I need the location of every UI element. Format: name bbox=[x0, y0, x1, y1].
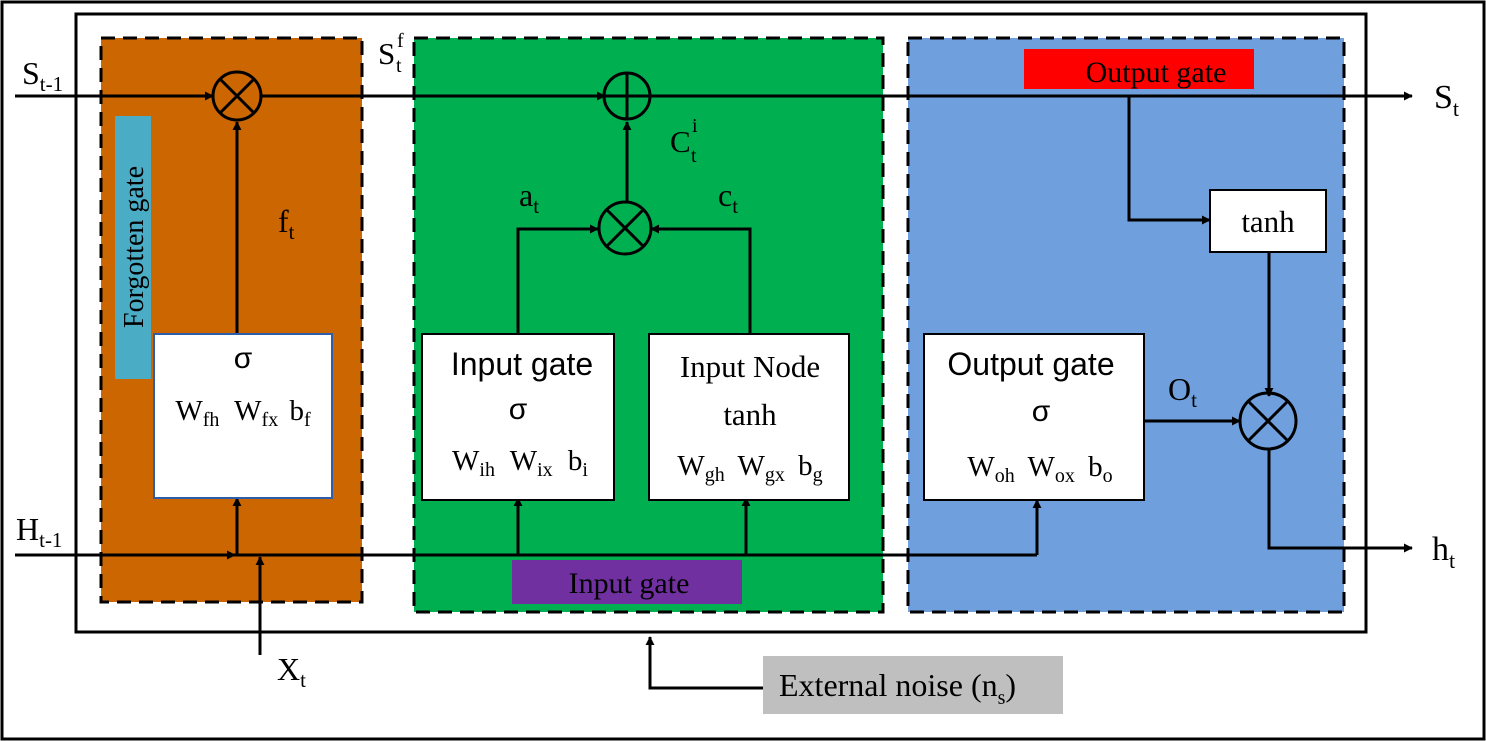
s-tf-label: S f t bbox=[378, 30, 404, 77]
o-t-label: Ot bbox=[1168, 371, 1197, 412]
svg-text:t: t bbox=[396, 55, 402, 77]
forgotten-gate-label: Forgotten gate bbox=[119, 166, 150, 328]
output-gate-strip-label: Output gate bbox=[1086, 56, 1227, 89]
forgotten-gate-label-bg bbox=[115, 116, 151, 379]
input-gate-title: Input gate bbox=[451, 346, 593, 382]
external-noise-label: External noise (ns) bbox=[779, 667, 1016, 709]
a-t-label: at bbox=[519, 177, 539, 218]
f-t-label: ft bbox=[278, 203, 295, 244]
input-gate-box: Input gate σ Wih Wix bi bbox=[421, 333, 615, 501]
tanh-box: tanh bbox=[1209, 189, 1327, 253]
c-ti-label: C i t bbox=[670, 115, 698, 167]
input-multiply-operator bbox=[597, 200, 653, 256]
input-node-title: Input Node bbox=[680, 349, 820, 384]
add-operator bbox=[602, 71, 652, 121]
output-gate-strip-bg bbox=[1024, 49, 1254, 89]
h-t-label: ht bbox=[1432, 531, 1455, 573]
svg-text:i: i bbox=[692, 115, 698, 137]
svg-text:C: C bbox=[670, 124, 691, 159]
x-t-label: Xt bbox=[277, 651, 306, 692]
ht-output-line bbox=[1267, 448, 1413, 553]
s-t-label: St bbox=[1434, 79, 1459, 121]
input-gate-region bbox=[412, 36, 885, 614]
input-gate-activation: σ bbox=[509, 393, 528, 426]
s-prev-label: St-1 bbox=[22, 55, 63, 96]
input-gate-strip-label: Input gate bbox=[569, 567, 690, 600]
c-t-label: ct bbox=[718, 177, 738, 218]
input-node-weights: Wgh Wgx bg bbox=[677, 450, 822, 488]
forget-weights: Wfh Wfx bf bbox=[175, 395, 311, 433]
input-gate-strip-bg bbox=[512, 560, 742, 604]
svg-text:f: f bbox=[397, 30, 404, 52]
output-gate-activation: σ bbox=[1032, 395, 1051, 428]
output-gate-title: Output gate bbox=[947, 346, 1114, 382]
ct-line bbox=[650, 224, 752, 334]
output-gate-weights: Woh Wox bo bbox=[967, 451, 1112, 489]
noise-line bbox=[645, 636, 763, 690]
external-noise-label-bg bbox=[763, 656, 1063, 714]
svg-text:S: S bbox=[378, 36, 395, 71]
output-gate-box: Output gate σ Woh Wox bo bbox=[923, 333, 1145, 501]
at-line bbox=[516, 224, 599, 334]
cell-frame bbox=[74, 12, 1368, 634]
output-gate-region bbox=[906, 36, 1346, 614]
output-multiply-operator bbox=[1238, 391, 1298, 451]
forget-activation: σ bbox=[234, 342, 253, 375]
forget-multiply-operator bbox=[211, 70, 263, 122]
s-to-tanh-line bbox=[1127, 96, 1211, 225]
h-prev-label: Ht-1 bbox=[16, 511, 62, 552]
input-gate-weights: Wih Wix bi bbox=[452, 445, 588, 483]
input-node-activation: tanh bbox=[723, 397, 777, 432]
forget-gate-box: σ Wfh Wfx bf bbox=[153, 333, 333, 499]
input-node-box: Input Node tanh Wgh Wgx bg bbox=[648, 333, 850, 501]
svg-text:tanh: tanh bbox=[1241, 204, 1295, 239]
svg-text:t: t bbox=[691, 145, 697, 167]
